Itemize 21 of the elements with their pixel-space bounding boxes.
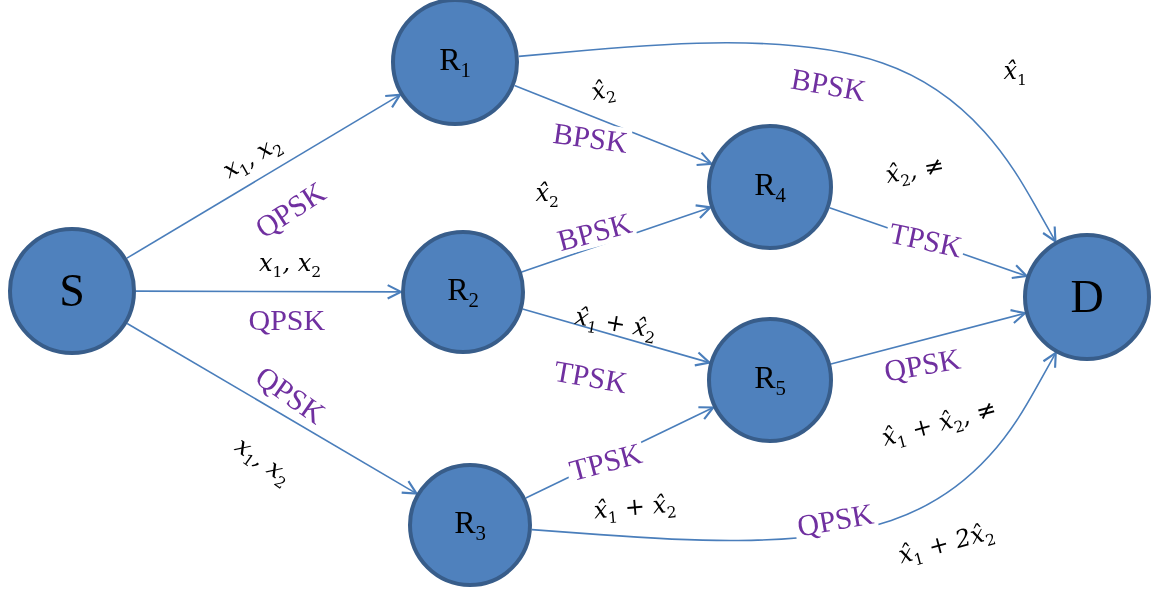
node-label: R$_{1}$: [439, 42, 471, 82]
math-label: x̂$_{1}$: [1003, 58, 1027, 88]
arrow: [517, 42, 1057, 243]
math-label: x̂$_{1}$ + x̂$_{2}$: [592, 490, 678, 528]
math-label: x̂$_{2}$: [589, 75, 618, 109]
node-label: R$_{5}$: [754, 360, 786, 400]
math-label: x̂$_{1}$ + x̂$_{2}$: [572, 303, 658, 347]
node-label: D: [1070, 274, 1104, 320]
node-label: R$_{2}$: [447, 272, 479, 312]
math-label: x̂$_{2}$: [535, 180, 559, 210]
math-label: x$_{1}$, x$_{2}$: [259, 250, 322, 280]
node-label: S: [59, 268, 85, 314]
arrow: [135, 284, 403, 300]
arrow: [126, 93, 402, 259]
arrow: [513, 84, 713, 167]
arrow: [521, 308, 711, 367]
math-label: x̂$_{2}$, ≠: [883, 152, 947, 192]
arrow: [830, 309, 1027, 365]
node-label: R$_{3}$: [454, 505, 486, 545]
node-label: R$_{4}$: [754, 167, 786, 207]
arrow: [126, 322, 418, 495]
